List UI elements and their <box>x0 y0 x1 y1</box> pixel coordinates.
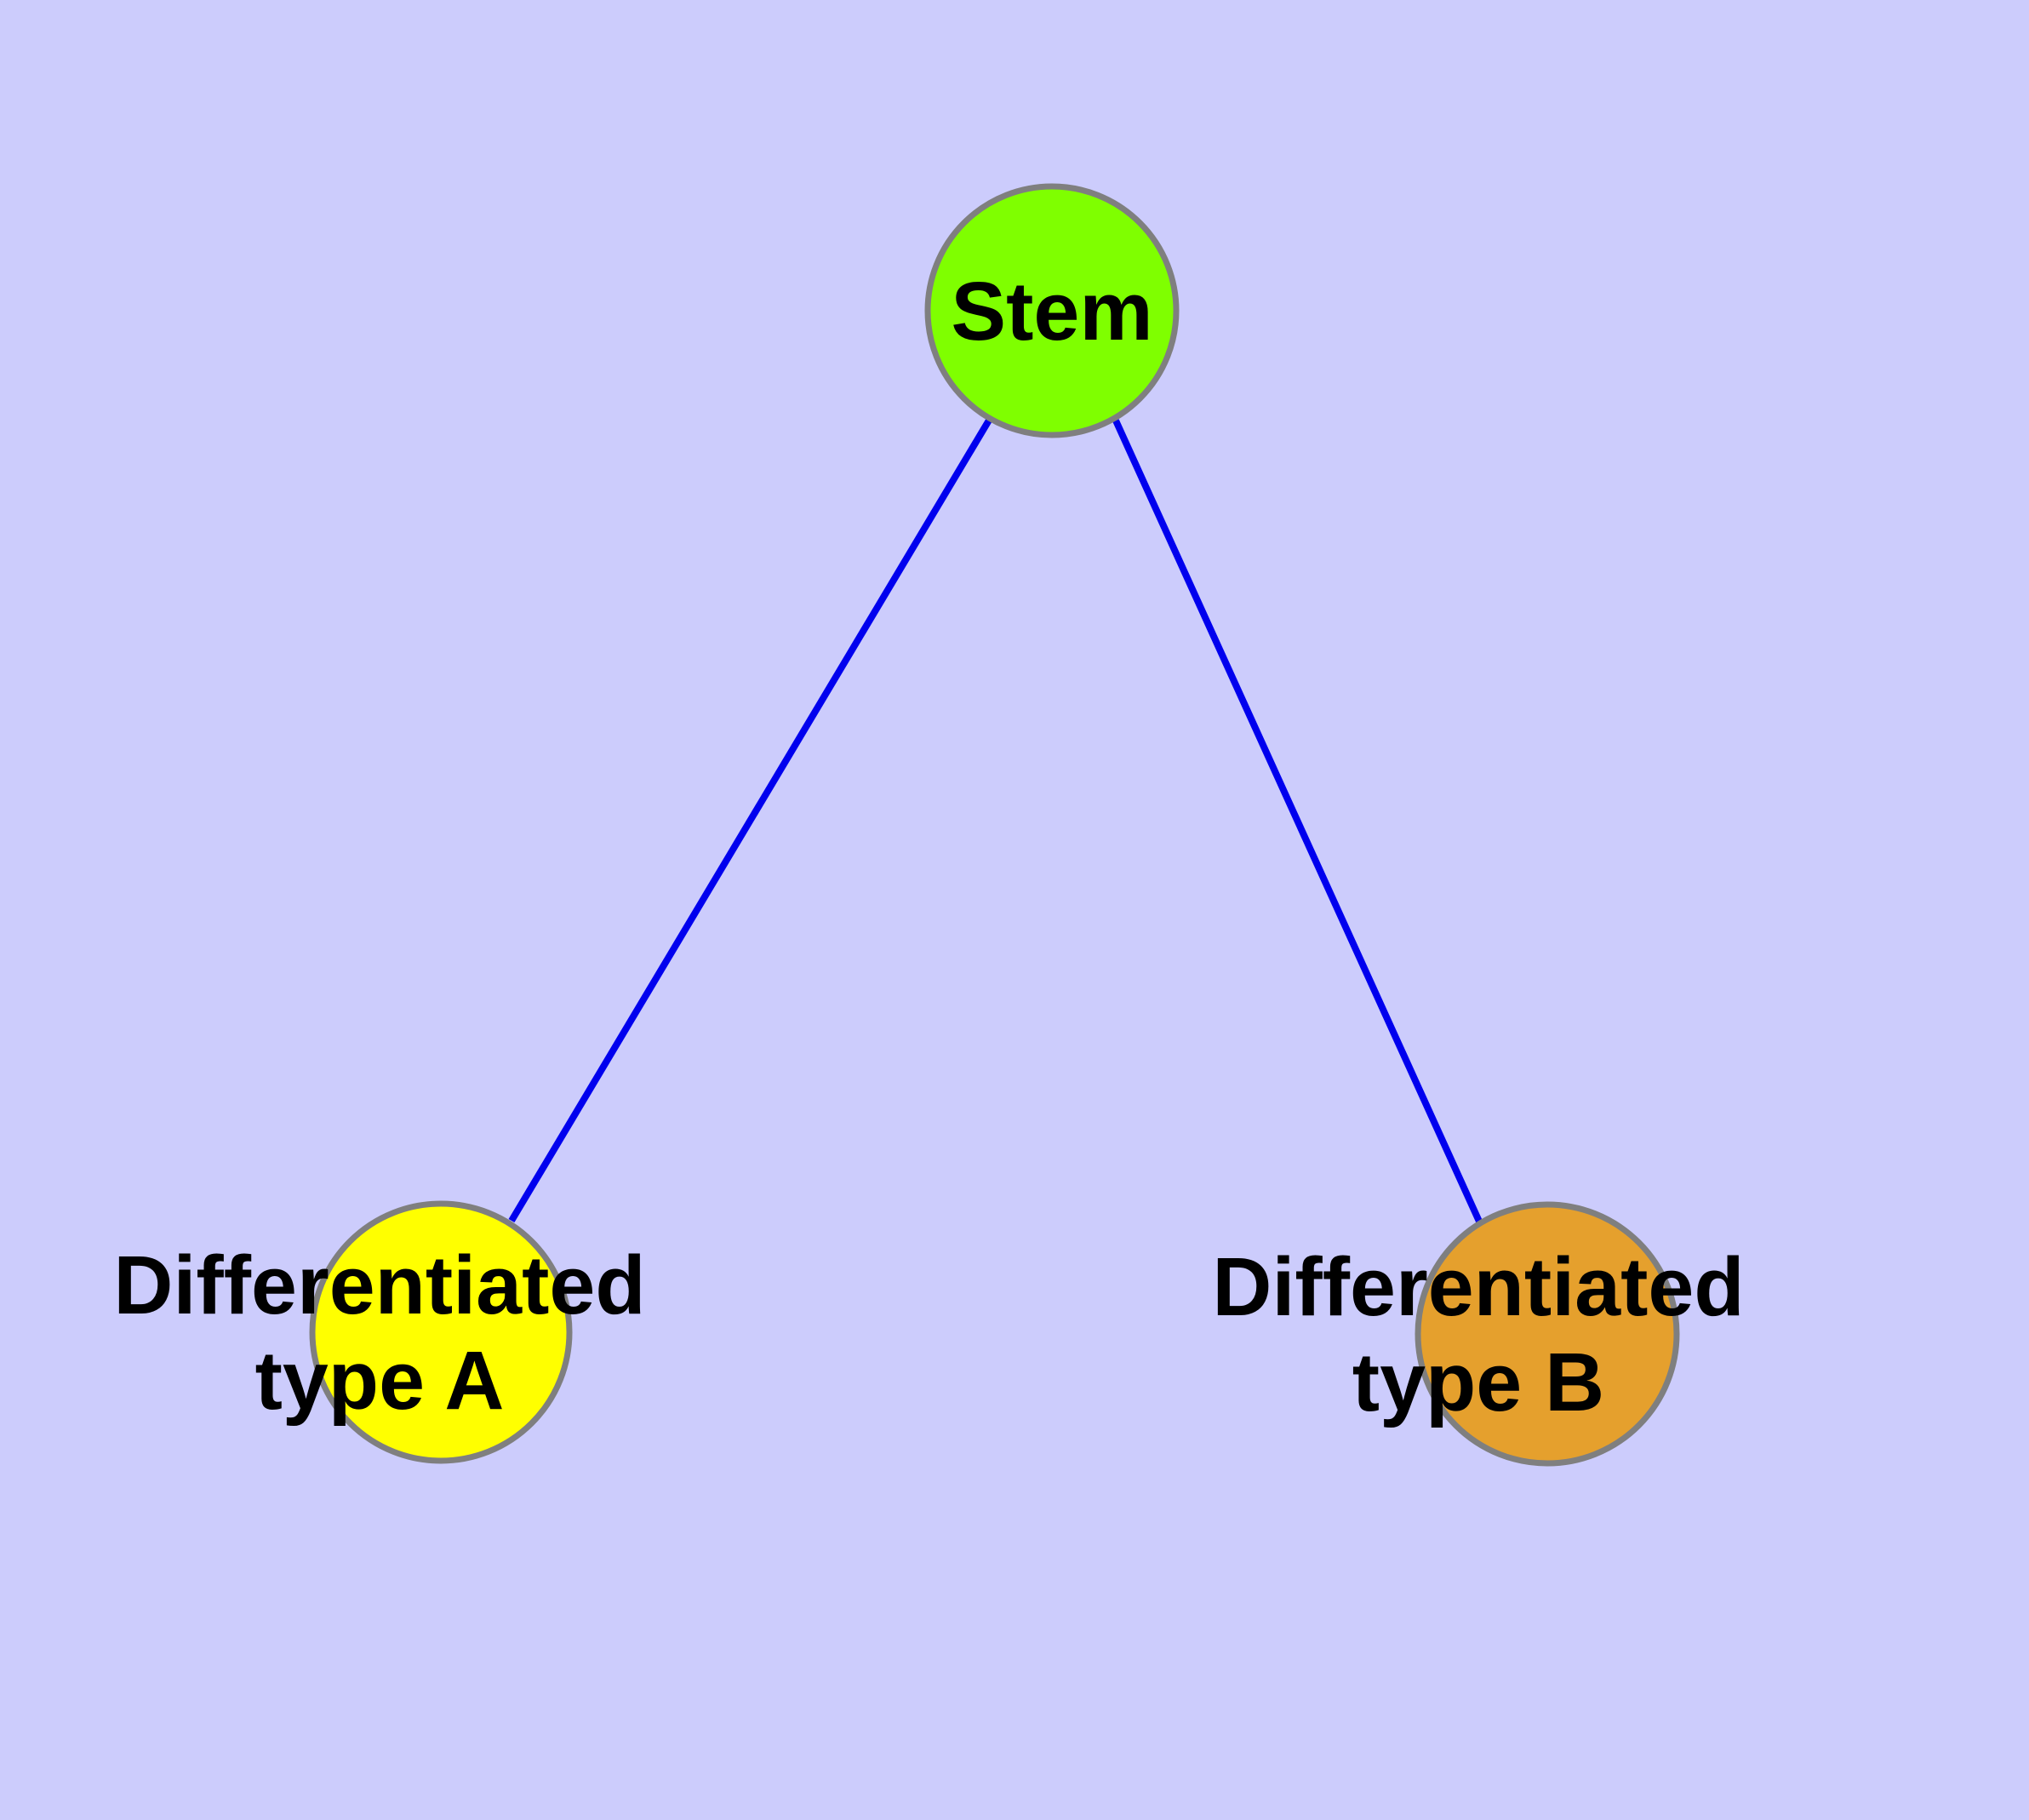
nodes-group <box>309 183 1680 1467</box>
node-stem[interactable] <box>924 183 1180 438</box>
node-differentiated-type-a[interactable] <box>309 1200 573 1464</box>
edge-stem-to-differentiated-type-a[interactable] <box>508 416 993 1223</box>
edges-group <box>508 416 1483 1225</box>
node-differentiated-type-b[interactable] <box>1415 1201 1680 1467</box>
node-label-stem: Stem <box>951 265 1152 358</box>
edge-stem-to-differentiated-type-b[interactable] <box>1112 419 1483 1225</box>
